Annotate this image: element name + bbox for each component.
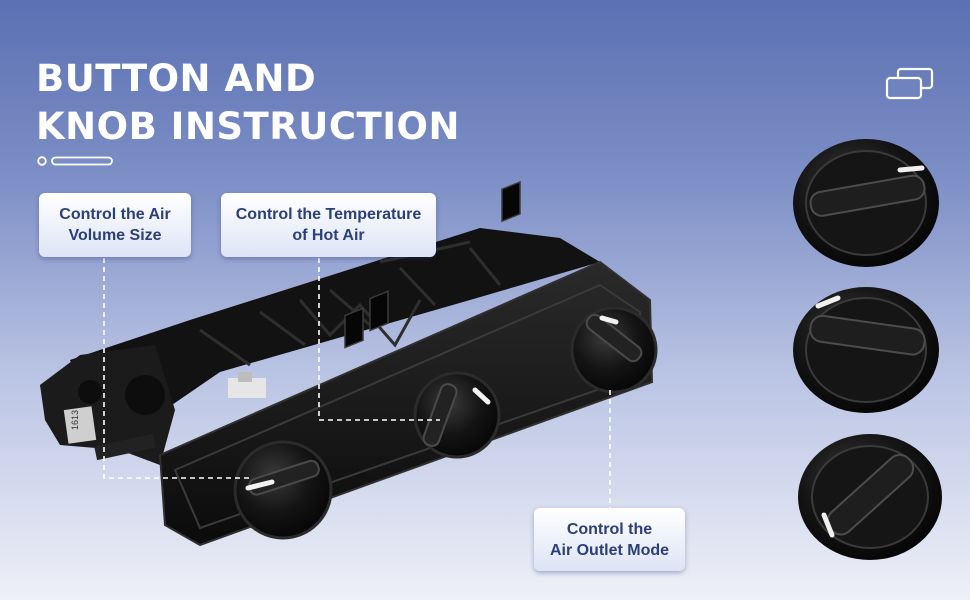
part-marking: 1613 bbox=[70, 410, 80, 430]
label-outlet-mode-line-2: Air Outlet Mode bbox=[549, 541, 670, 559]
spare-knob-bottom bbox=[798, 434, 942, 560]
label-temperature-line-2: of Hot Air bbox=[292, 227, 365, 244]
page-title: BUTTON AND KNOB INSTRUCTION bbox=[36, 55, 460, 151]
knob-air-volume bbox=[233, 440, 333, 540]
knob-outlet-mode bbox=[570, 306, 658, 394]
window-stack-icon bbox=[885, 67, 934, 100]
title-line-1: BUTTON AND bbox=[36, 57, 317, 100]
title-underline-decoration bbox=[37, 156, 113, 166]
label-air-volume-line-1: Control the Air bbox=[59, 206, 171, 223]
label-outlet-mode: Control the Air Outlet Mode bbox=[534, 508, 685, 571]
label-temperature-line-1: Control the Temperature bbox=[235, 206, 422, 223]
label-air-volume-line-2: Volume Size bbox=[68, 227, 162, 244]
label-temperature: Control the Temperature of Hot Air bbox=[221, 193, 436, 257]
leader-lines bbox=[103, 258, 611, 508]
spare-knob-top bbox=[793, 139, 939, 267]
label-air-volume: Control the Air Volume Size bbox=[39, 193, 191, 257]
label-outlet-mode-line-1: Control the bbox=[566, 520, 653, 538]
knob-temperature bbox=[413, 371, 501, 459]
spare-knob-middle bbox=[793, 287, 939, 413]
title-line-2: KNOB INSTRUCTION bbox=[36, 105, 460, 148]
